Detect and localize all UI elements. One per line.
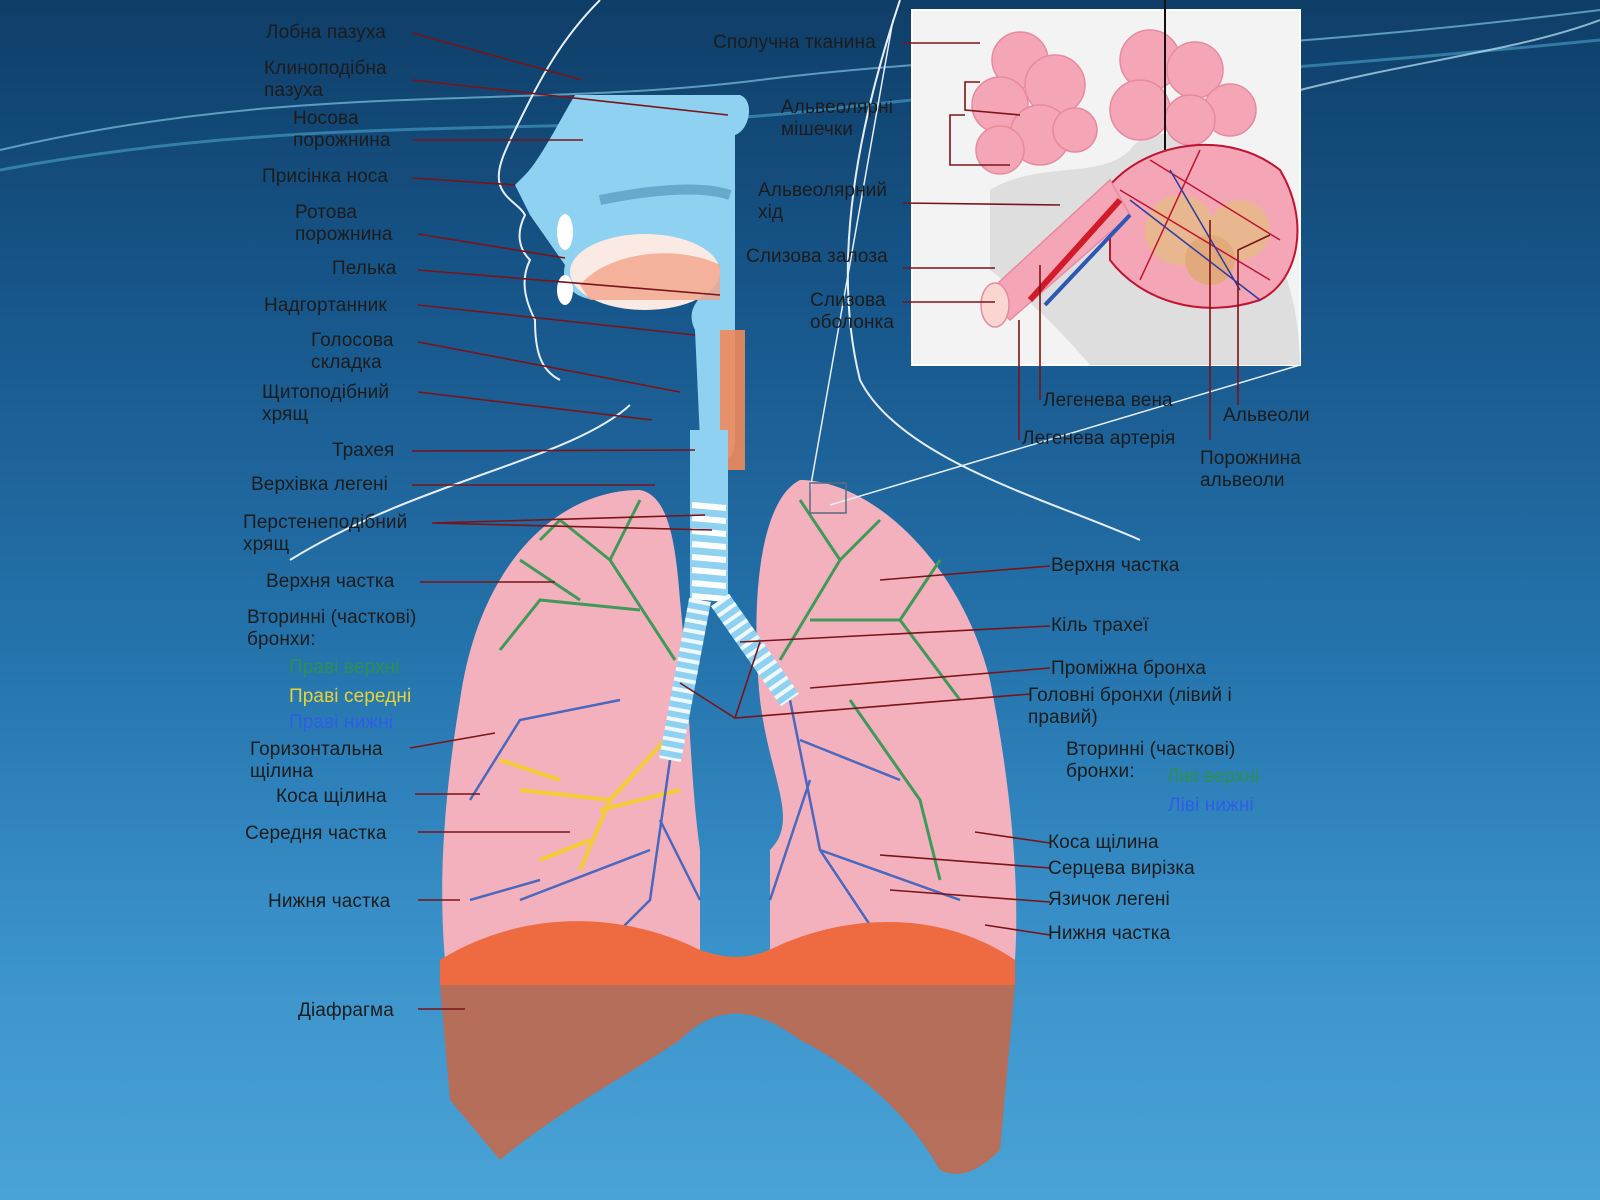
trachea-ring: [691, 515, 727, 524]
label-cricoid-cartilage: Перстенеподібний хрящ: [243, 512, 408, 555]
label-left-lower-bronchi: Ліві нижні: [1168, 795, 1254, 816]
label-mucous-membrane: Слизова оболонка: [810, 290, 895, 333]
label-oblique-fissure-right: Коса щілина: [276, 786, 387, 807]
diaphragm-body: [440, 985, 1015, 1174]
pulmonary-vein-vessel: [1043, 213, 1132, 307]
label-nasal-vestibule: Присінка носа: [262, 166, 389, 187]
label-left-upper-lobe: Верхня частка: [1051, 555, 1180, 576]
label-thyroid-cartilage: Щитоподібний хрящ: [262, 382, 390, 425]
label-diaphragm: Діафрагма: [298, 1000, 394, 1021]
trachea-ring: [691, 554, 727, 563]
head-outline: [497, 0, 601, 381]
trachea-rings: [691, 502, 727, 602]
label-main-bronchi: Головні бронхи (лівий і правий): [1028, 685, 1232, 728]
label-right-lower-lobe: Нижня частка: [268, 891, 391, 912]
trachea-ring: [691, 580, 727, 589]
label-oblique-fissure-left: Коса щілина: [1048, 832, 1159, 853]
main-bronchi-rings: [659, 593, 800, 763]
label-trachea: Трахея: [332, 440, 395, 461]
background-wave: [1299, 19, 1600, 91]
label-connective-tissue: Сполучна тканина: [713, 32, 876, 53]
diaphragm-top: [440, 921, 1015, 985]
label-alveolar-cavity: Порожнина альвеоли: [1200, 448, 1301, 491]
trachea-ring: [691, 593, 727, 602]
left-lower-bronchi: [768, 699, 961, 941]
trachea-ring: [691, 528, 727, 537]
label-middle-lobe: Середня частка: [245, 823, 387, 844]
back-outline: [846, 0, 1141, 541]
label-secondary-bronchi-left: Вторинні (часткові) бронхи:: [1066, 739, 1236, 782]
label-intermediate-bronchus: Проміжна бронха: [1051, 658, 1206, 679]
right-upper-bronchi: [498, 499, 677, 661]
trachea-ring: [691, 541, 727, 550]
label-secondary-bronchi-right: Вторинні (часткові) бронхи:: [247, 607, 417, 650]
label-sphenoid-sinus: Клиноподібна пазуха: [264, 58, 387, 101]
label-pulmonary-artery: Легенева артерія: [1022, 428, 1176, 449]
background-wave: [0, 38, 1600, 172]
label-horizontal-fissure: Горизонтальна щілина: [250, 739, 383, 782]
label-alveolar-sacs: Альвеолярні мішечки: [781, 97, 894, 140]
trachea-ring: [691, 502, 727, 511]
inset-source-marker: [809, 482, 847, 514]
label-mucous-gland: Слизова залоза: [746, 246, 888, 267]
leader-lines: [409, 32, 1271, 1010]
label-cardiac-notch: Серцева вирізка: [1048, 858, 1195, 879]
tongue: [580, 253, 720, 300]
label-carina: Кіль трахеї: [1051, 615, 1149, 636]
label-left-upper-bronchi: Ліві верхні: [1167, 766, 1260, 787]
label-alveoli: Альвеоли: [1223, 405, 1310, 426]
label-epiglottis: Надгортанник: [264, 295, 387, 316]
label-palate: Пелька: [332, 258, 397, 279]
label-right-middle-bronchi: Праві середні: [289, 686, 412, 707]
pulmonary-artery-vessel: [1027, 197, 1123, 303]
label-left-lower-lobe: Нижня частка: [1048, 923, 1171, 944]
inset-connector: [809, 19, 1301, 506]
neck-outline: [289, 404, 631, 561]
label-pulmonary-vein: Легенева вена: [1043, 390, 1173, 411]
label-lung-apex: Верхівка легені: [251, 474, 388, 495]
lower-teeth: [557, 275, 573, 305]
right-middle-bronchi: [499, 738, 681, 871]
left-upper-bronchi: [778, 499, 962, 881]
trachea-ring: [691, 567, 727, 576]
alveoli-capillary-network: [1109, 144, 1299, 309]
label-right-lower-bronchi: Праві нижні: [289, 712, 394, 733]
label-right-upper-lobe: Верхня частка: [266, 571, 395, 592]
label-oral-cavity: Ротова порожнина: [295, 202, 393, 245]
bronchiole-opening: [980, 282, 1010, 328]
right-lower-bronchi: [468, 698, 702, 951]
label-lingula: Язичок легені: [1048, 889, 1170, 910]
label-frontal-sinus: Лобна пазуха: [266, 22, 386, 43]
right-lung: [442, 490, 700, 960]
left-lung: [756, 480, 1017, 960]
label-alveolar-duct: Альвеолярний хід: [758, 180, 888, 223]
upper-teeth: [557, 214, 573, 250]
label-vocal-fold: Голосова складка: [311, 330, 394, 373]
label-right-upper-bronchi: Праві верхні: [289, 657, 400, 678]
nasal-turbinates: [599, 184, 732, 205]
label-nasal-cavity: Носова порожнина: [293, 108, 391, 151]
